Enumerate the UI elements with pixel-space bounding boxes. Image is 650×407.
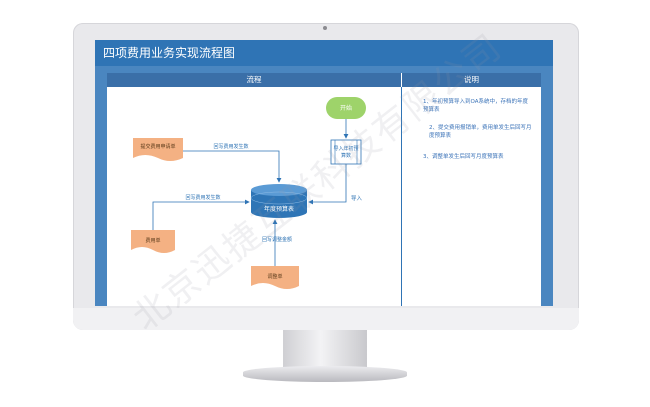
start-node-label: 开始: [340, 104, 352, 112]
column-divider: [401, 87, 402, 306]
expense-application-doc: [133, 138, 183, 161]
edge-application-to-db: [183, 150, 282, 183]
start-node: [326, 97, 366, 119]
import-node-label: 导入年初预算数: [333, 145, 358, 159]
notes-panel: [402, 87, 541, 306]
note-1: 1、年初预算导入到OA系统中，存档的年度预算表: [423, 99, 528, 113]
edge-import-label: 导入: [351, 195, 363, 202]
frame-top-border: [95, 66, 553, 73]
note-3: 3、调整单发生后回写月度预算表: [423, 154, 504, 160]
webcam-icon: [323, 26, 327, 30]
expense-voucher-label: 费用单: [145, 237, 160, 244]
column-header-notes: 说明: [402, 73, 541, 87]
adjustment-doc: [251, 266, 299, 289]
budget-db-label: 年度预算表: [264, 205, 294, 213]
monitor-stand-base: [243, 366, 407, 382]
frame-left-border: [95, 66, 107, 306]
edge-voucher-label: 回写费用发生数: [185, 194, 220, 201]
monitor-chin: [73, 308, 579, 330]
expense-application-label: 提交费用申请单: [140, 143, 175, 150]
page-title: 四项费用业务实现流程图: [95, 40, 553, 66]
expense-voucher-doc: [131, 230, 175, 253]
note-2: 2、提交费用报销单，费用单发生后回写月度预算表: [429, 125, 532, 139]
edge-voucher-to-db: [152, 199, 250, 230]
column-header-flow: 流程: [107, 73, 401, 87]
monitor-stand-neck: [283, 330, 367, 368]
budget-db-band: [250, 191, 308, 205]
flow-diagram: 开始 导入年初预算数 导入 年度预算表 提交费用申请单 回写费用发生数 费用单 …: [131, 97, 366, 289]
adjustment-label: 调整单: [267, 273, 282, 280]
edge-adjustment-label: 回写调整金额: [262, 236, 292, 243]
screen: 四项费用业务实现流程图 流程 说明 1、年初预算导入到OA系统中，存档的年度预算…: [95, 40, 553, 306]
edge-application-label: 回写费用发生数: [213, 143, 248, 150]
edge-import-to-db: [308, 164, 347, 205]
frame-right-border: [541, 66, 553, 306]
